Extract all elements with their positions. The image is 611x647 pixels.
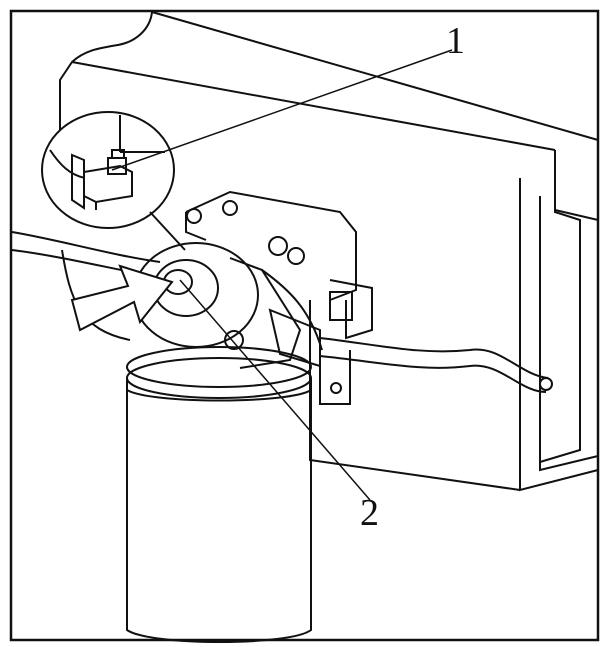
callout-label-1: 1 bbox=[446, 20, 465, 62]
leader-line-1 bbox=[111, 49, 453, 171]
callout-label-2: 2 bbox=[360, 492, 379, 534]
filter-head bbox=[133, 242, 323, 369]
mounting-bracket bbox=[185, 190, 373, 405]
flow-arrow bbox=[70, 264, 174, 332]
engine-housing bbox=[59, 11, 599, 492]
leader-line-2 bbox=[179, 279, 371, 501]
detail-inset bbox=[41, 111, 186, 251]
figure-frame bbox=[9, 9, 600, 642]
filter-canister bbox=[126, 346, 312, 643]
